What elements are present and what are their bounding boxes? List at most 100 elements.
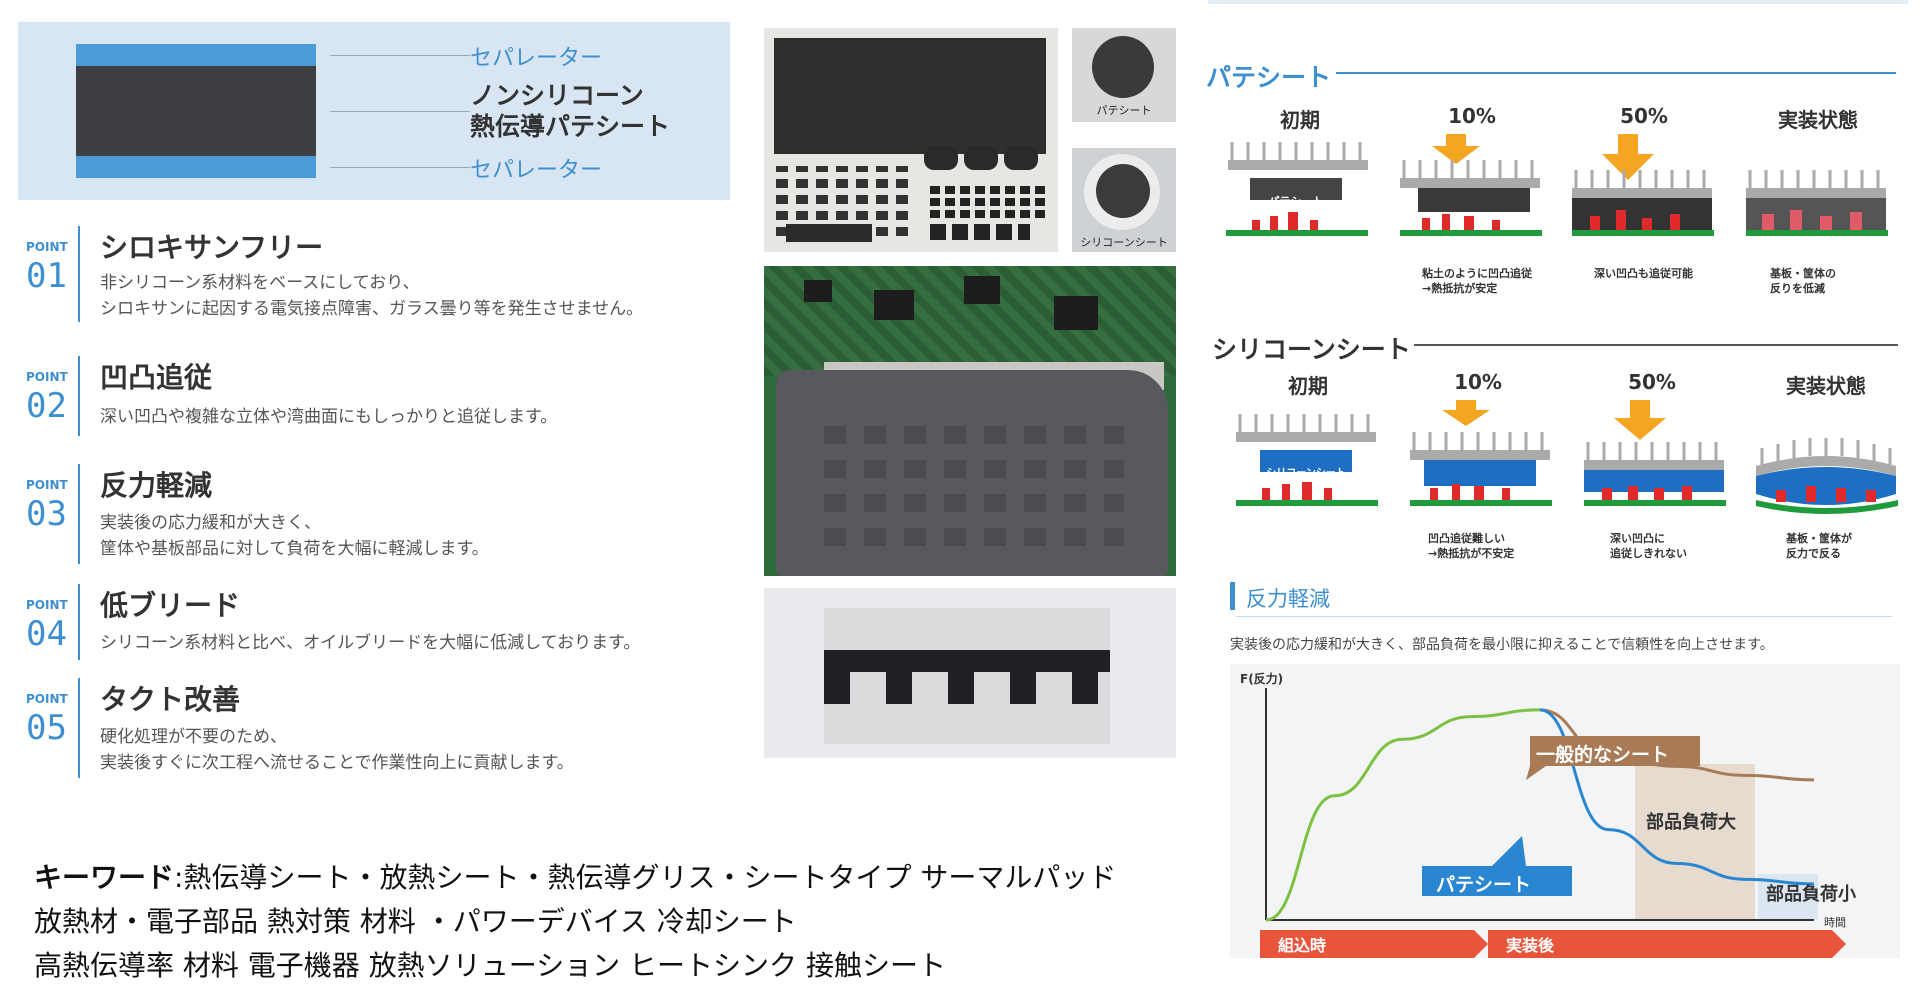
phase-bar-mount xyxy=(1260,930,1488,958)
cross-section-photo xyxy=(764,588,1176,758)
stage-50: 50% xyxy=(1620,104,1668,128)
pcb-component xyxy=(874,290,914,320)
reaction-desc: 実装後の応力緩和が大きく、部品負荷を最小限に抑えることで信頼性を向上させます。 xyxy=(1230,637,1774,653)
shaped-parts xyxy=(924,146,1040,174)
point-desc: 実装後すぐに次工程へ流せることで作業性向上に貢献します。 xyxy=(100,753,574,773)
low-load-label: 部品負荷小 xyxy=(1766,884,1856,905)
point-desc: シリコーン系材料と比べ、オイルブリードを大幅に低減しております。 xyxy=(100,633,641,653)
divider xyxy=(78,678,80,778)
arrow-icon xyxy=(1442,400,1490,426)
caption: 凹凸追従難しい xyxy=(1428,532,1505,545)
putty-sample-label: パテシート xyxy=(1096,104,1152,117)
caption: 追従しきれない xyxy=(1610,547,1687,560)
keywords-line3: 高熱伝導率 材料 電子機器 放熱ソリューション ヒートシンク 接触シート xyxy=(34,949,946,982)
caption: 基板・筐体が xyxy=(1786,532,1852,545)
stage-initial: 初期 xyxy=(1280,108,1320,132)
silicone-sample-label: シリコーンシート xyxy=(1080,236,1168,249)
point-word: POINT xyxy=(26,598,68,612)
general-sheet-label: 一般的なシート xyxy=(1536,744,1670,766)
silicone-title-line xyxy=(1414,344,1898,346)
separator-top-layer xyxy=(76,44,316,66)
point-desc: シロキサンに起因する電気接点障害、ガラス曇り等を発生させません。 xyxy=(100,299,644,319)
arrow-icon xyxy=(1602,134,1654,180)
x-axis-label: 時間 xyxy=(1824,916,1846,929)
point-title: 低ブリード xyxy=(100,589,241,622)
caption: 基板・筐体の xyxy=(1770,267,1836,280)
section-marker xyxy=(1230,582,1235,610)
stage-mounted-diagram xyxy=(1756,438,1898,514)
top-strip xyxy=(1208,0,1908,4)
point-number: 05 xyxy=(26,708,67,748)
stage-initial: 初期 xyxy=(1288,374,1328,398)
putty-sheet-label: パテシート xyxy=(1436,874,1532,896)
phase-mount-label: 組込時 xyxy=(1278,936,1327,955)
layer-structure-diagram: セパレーター ノンシリコーン 熱伝導パテシート セパレーター xyxy=(18,22,730,200)
high-load-label: 部品負荷大 xyxy=(1646,812,1736,833)
silicone-sheet-tag: シリコーンシート xyxy=(1266,468,1346,479)
keywords-line2: 放熱材・電子部品 熱対策 材料 ・パワーデバイス 冷却シート xyxy=(34,905,797,938)
point-01: POINT 01 シロキサンフリー 非シリコーン系材料をベースにしており、 シロ… xyxy=(18,226,738,326)
stage-10: 10% xyxy=(1454,370,1502,394)
point-word: POINT xyxy=(26,370,68,384)
general-sheet-callout xyxy=(1526,736,1700,780)
point-word: POINT xyxy=(26,240,68,254)
point-03: POINT 03 反力軽減 実装後の応力緩和が大きく、 筐体や基板部品に対して負… xyxy=(18,464,738,564)
silicone-disc xyxy=(1096,164,1150,218)
point-title: シロキサンフリー xyxy=(100,231,324,264)
putty-sheet-tag: パテシート xyxy=(1268,195,1324,208)
stage-10-diagram xyxy=(1400,160,1542,236)
strip-part xyxy=(786,224,872,242)
leader-line xyxy=(330,55,470,56)
component-imprints xyxy=(824,416,1124,546)
stage-mounted: 実装状態 xyxy=(1786,374,1866,398)
putty-stage-diagram xyxy=(1226,134,1888,236)
point-desc: 非シリコーン系材料をベースにしており、 xyxy=(100,273,420,293)
point-number: 01 xyxy=(26,256,67,296)
point-desc: 筐体や基板部品に対して負荷を大幅に軽減します。 xyxy=(100,539,489,559)
caption: 粘土のように凹凸追従 xyxy=(1422,267,1532,280)
divider xyxy=(78,226,80,322)
reaction-section-title: 反力軽減 xyxy=(1246,587,1330,611)
point-desc: 実装後の応力緩和が大きく、 xyxy=(100,513,321,533)
point-title: 反力軽減 xyxy=(100,469,213,502)
pcb-putty-photo xyxy=(764,266,1176,576)
putty-fill xyxy=(824,672,1110,704)
y-axis-label: F(反力) xyxy=(1240,672,1284,686)
chart-panel: F(反力) 時間 一般的なシート パテシート 部品負荷大 部品負荷小 組込時 実… xyxy=(1230,664,1900,958)
stage-50-diagram xyxy=(1584,442,1726,506)
arrow-icon xyxy=(1432,134,1480,164)
sheet-label-line1: ノンシリコーン xyxy=(470,81,644,110)
phase-after-label: 実装後 xyxy=(1506,936,1555,955)
caption: →熱抵抗が安定 xyxy=(1422,282,1498,295)
arrow-icon xyxy=(1614,400,1666,440)
stage-50-diagram xyxy=(1572,170,1714,236)
putty-sheet-curve xyxy=(1539,708,1815,886)
point-02: POINT 02 凹凸追従 深い凹凸や複雑な立体や湾曲面にもしっかりと追従します… xyxy=(18,356,738,436)
point-04: POINT 04 低ブリード シリコーン系材料と比べ、オイルブリードを大幅に低減… xyxy=(18,584,738,660)
putty-sample-photo: パテシート xyxy=(1072,28,1176,122)
caption: →熱抵抗が不安定 xyxy=(1428,547,1515,560)
point-number: 04 xyxy=(26,614,67,654)
separator-top-label: セパレーター xyxy=(470,46,603,71)
putty-layer xyxy=(824,650,1110,672)
separator-bottom-layer xyxy=(76,156,316,178)
reaction-force-chart xyxy=(1260,688,1846,958)
point-title: タクト改善 xyxy=(100,683,241,716)
square-pads-row xyxy=(930,224,1030,240)
pcb-component xyxy=(804,280,832,302)
pcb-component xyxy=(964,276,1000,304)
point-title: 凹凸追従 xyxy=(100,361,213,394)
stage-mounted-diagram xyxy=(1746,170,1888,236)
point-05: POINT 05 タクト改善 硬化処理が不要のため、 実装後すぐに次工程へ流せる… xyxy=(18,678,738,782)
putty-section-title: パテシート xyxy=(1206,63,1332,92)
pcb-component xyxy=(1054,296,1098,330)
stage-mounted: 実装状態 xyxy=(1778,108,1858,132)
divider xyxy=(78,464,80,564)
keywords-line1: キーワード:熱伝導シート・放熱シート・熱伝導グリス・シートタイプ サーマルパッド xyxy=(34,856,1116,896)
silicone-stage-diagram xyxy=(1236,400,1898,514)
divider xyxy=(78,356,80,436)
leader-line xyxy=(330,111,470,112)
point-desc: 深い凹凸や複雑な立体や湾曲面にもしっかりと追従します。 xyxy=(100,407,558,427)
stage-50: 50% xyxy=(1628,370,1676,394)
putty-sheet-callout xyxy=(1422,836,1572,896)
